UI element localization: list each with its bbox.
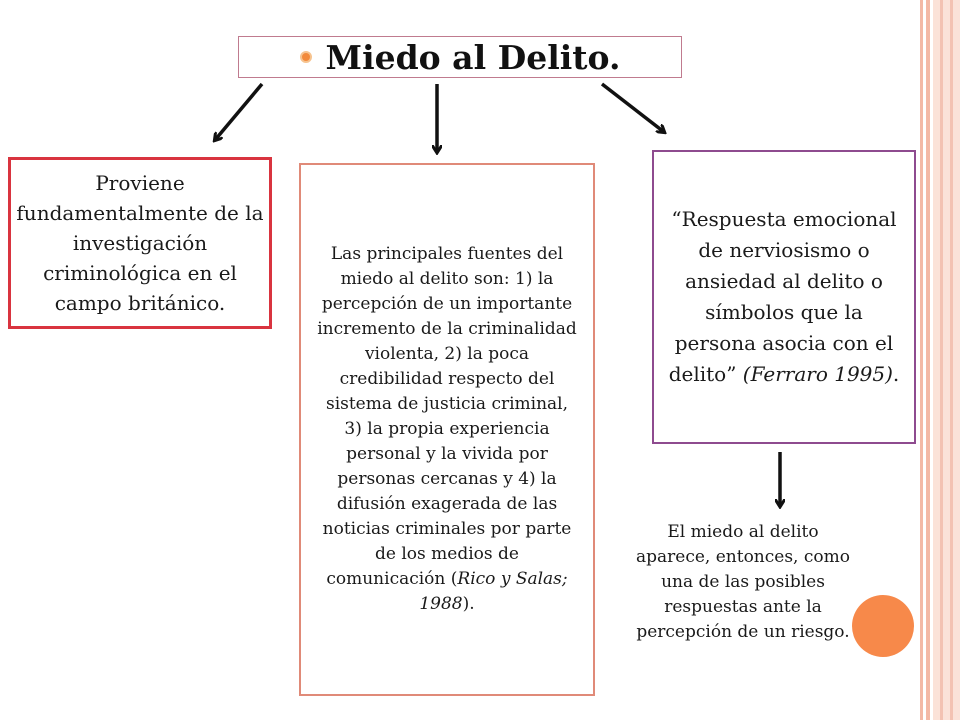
decor-circle — [852, 595, 914, 657]
decor-stripe — [933, 0, 960, 720]
sources-box: Las principales fuentes del miedo al del… — [299, 163, 595, 696]
decor-stripe — [920, 0, 923, 720]
decor-stripe — [926, 0, 930, 720]
bullet-icon — [299, 51, 312, 63]
title-box: Miedo al Delito. — [238, 36, 682, 78]
sources-cite-open: ( — [445, 569, 458, 589]
sources-citation: Rico y Salas; 1988 — [419, 569, 568, 614]
conclusion-text: El miedo al delito aparece, entonces, co… — [636, 522, 850, 642]
definition-end: . — [892, 362, 900, 386]
definition-main: “Respuesta emocional de nerviosismo o an… — [668, 207, 897, 386]
definition-citation: (Ferraro 1995) — [736, 362, 893, 386]
origin-text: Proviene fundamentalmente de la investig… — [16, 171, 264, 315]
definition-text: “Respuesta emocional de nerviosismo o an… — [664, 204, 904, 390]
definition-box: “Respuesta emocional de nerviosismo o an… — [652, 150, 916, 444]
sources-main: Las principales fuentes del miedo al del… — [317, 244, 577, 589]
page-title: Miedo al Delito. — [325, 37, 621, 77]
sources-cite-close: ). — [462, 594, 475, 614]
arrow-left — [215, 82, 264, 140]
arrow-right — [600, 82, 664, 132]
origin-box: Proviene fundamentalmente de la investig… — [8, 157, 272, 329]
decor-stripe — [950, 0, 953, 720]
sources-text: Las principales fuentes del miedo al del… — [315, 242, 579, 617]
decor-stripe — [940, 0, 943, 720]
